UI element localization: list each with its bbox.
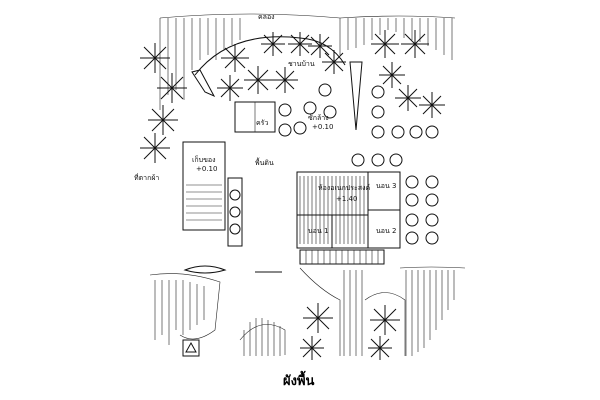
palm-trees <box>140 30 445 360</box>
terrace-top-label: ชานบ้าน <box>288 60 315 68</box>
storage-label: เก็บของ <box>192 155 215 164</box>
north-arrow-icon <box>182 339 200 357</box>
plan-caption: ผังพื้น <box>283 370 315 389</box>
ground-label: พื้นดิน <box>255 156 274 167</box>
canal-hatching <box>159 13 456 110</box>
storage-level: +0.10 <box>196 165 217 173</box>
room3-label: นอน 3 <box>376 182 396 190</box>
boat-left <box>191 69 216 98</box>
post-column <box>227 177 243 247</box>
wash-level: +0.10 <box>312 123 333 131</box>
lower-hatching <box>149 266 466 356</box>
room2-label: นอน 2 <box>376 227 396 235</box>
hall-level: +1.40 <box>336 195 357 203</box>
kitchen-label: ครัว <box>256 119 268 127</box>
side-area-label: ที่ตากผ้า <box>134 173 159 182</box>
boat-right <box>349 61 363 131</box>
storage-area <box>182 141 226 231</box>
wash-label: ซักล้าง <box>308 114 329 122</box>
boat-bottom <box>183 265 227 274</box>
hall-label: ห้องอเนกประสงค์ <box>318 184 371 192</box>
round-shrubs <box>229 83 439 245</box>
canal-label: คลอง <box>258 13 275 21</box>
room1-label: นอน 1 <box>308 227 328 235</box>
